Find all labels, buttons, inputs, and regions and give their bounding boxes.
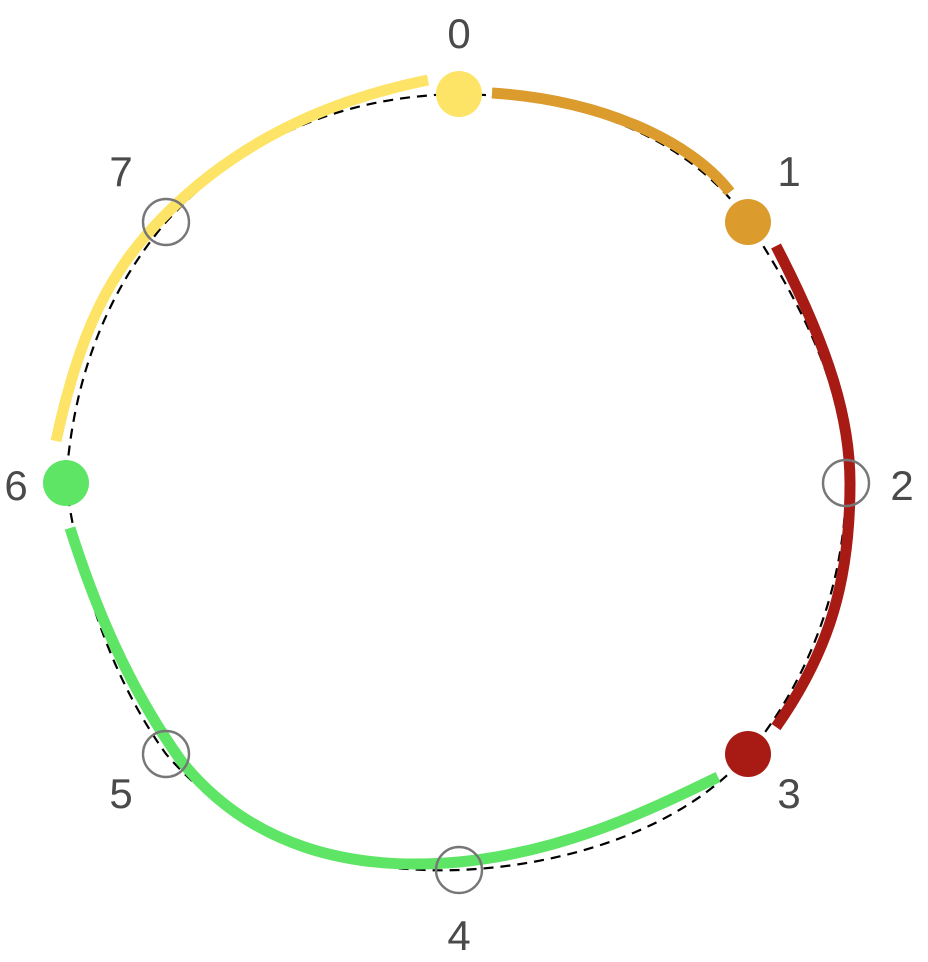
node-label-0: 0 (447, 10, 470, 57)
node-6 (43, 460, 89, 506)
node-label-1: 1 (777, 148, 800, 195)
node-5 (141, 729, 191, 779)
arc-layer (50, 74, 856, 870)
node-label-5: 5 (109, 770, 132, 817)
arc-6-0 (50, 74, 430, 443)
node-label-6: 6 (4, 462, 27, 509)
arc-3-6 (64, 526, 721, 870)
arc-1-3 (771, 243, 856, 731)
node-label-3: 3 (777, 770, 800, 817)
node-2 (821, 458, 871, 508)
node-layer (43, 71, 871, 895)
node-4 (434, 845, 484, 895)
node-7 (141, 197, 191, 247)
node-1 (725, 199, 771, 245)
node-0 (436, 71, 482, 117)
arc-0-1 (491, 87, 735, 196)
dashed-guide-loop (64, 92, 848, 872)
node-label-4: 4 (447, 912, 470, 959)
node-label-2: 2 (890, 462, 913, 509)
node-label-7: 7 (109, 148, 132, 195)
node-3 (725, 731, 771, 777)
